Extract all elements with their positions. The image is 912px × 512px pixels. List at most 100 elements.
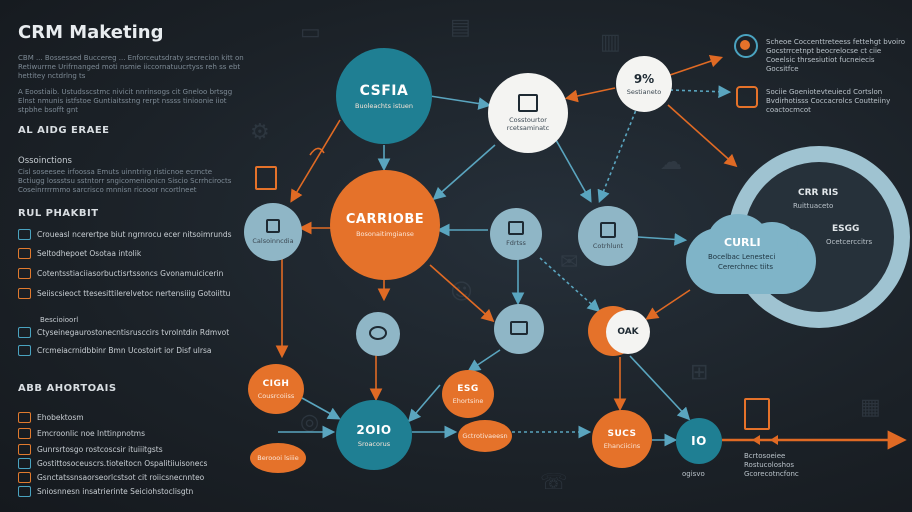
right-line: Gocstrrcetnpt beocrelocse ct ciie	[766, 47, 882, 55]
node-sublabel: Cosstourtor rcetsaminatc	[506, 116, 550, 132]
node-cigh: CIGH Cousrcoiiss	[248, 364, 304, 414]
intro2-line: Elnst nmunis istfstoe Guntiaitsstng rerp…	[18, 97, 227, 105]
list-item: Sniosnnesn insatrierinte Seiciohstoclisg…	[18, 486, 193, 497]
cloud-heading: CURLI	[724, 236, 761, 249]
card-icon	[18, 248, 31, 259]
node-csfia: CSFIA Buoleachts istuen	[336, 48, 432, 144]
card-icon	[18, 458, 31, 469]
node-label: 2OIO	[356, 422, 392, 437]
connector	[667, 104, 738, 168]
node-esg: ESG Ehortsine	[442, 370, 494, 418]
intro-paragraph-2: A Eoostiaib. Ustudsscstmc nivicit nnrins…	[18, 88, 232, 115]
node-label: SUCS	[607, 428, 637, 439]
connector	[645, 289, 691, 320]
list-item: Gsnctatssnsaorseorlcstsot cit roiicsnecn…	[18, 472, 204, 483]
list-item-text: Cotentsstiaciiasorbuctisrtssoncs Gvonamu…	[37, 269, 224, 278]
bg-chart-icon: ▥	[600, 30, 621, 55]
node-sublabel: Sroacorus	[357, 439, 391, 448]
bottom-line: Bcrtosoeiee	[744, 452, 786, 460]
cloud-line: Bocelbac Lenesteci	[708, 253, 776, 261]
list-item: Ctyseinegaurostonecntisrusccirs tvrolntd…	[18, 327, 229, 338]
gear-icon	[734, 34, 758, 58]
right-line: Coeelsic thrsesiutiot fucneiecis	[766, 56, 875, 64]
node-icon	[266, 219, 280, 233]
node-percent: 9% Sestianeto	[616, 56, 672, 112]
lightbulb-icon	[736, 86, 758, 108]
bg-cloud-icon: ☁	[660, 150, 682, 175]
list-item: Seiiscsieoct ttesesittilerelvetoc nerten…	[18, 288, 230, 299]
node-sublabel: Bosonaitimgianse	[356, 230, 414, 238]
right-line: coactocmcot	[766, 106, 811, 114]
bottom-line: Gcorecotncfonc	[744, 470, 799, 478]
bottom-paragraph: Bcrtosoeiee Rostucoloshos Gcorecotncfonc	[744, 452, 799, 479]
node-label: CIGH	[262, 378, 290, 389]
intro-paragraph: CBM ... Bossessed Buccereg ... Enforceut…	[18, 54, 244, 81]
ring-side-label: ESGG	[832, 224, 860, 234]
card-icon	[18, 428, 31, 439]
connector	[429, 264, 495, 323]
node-phone: Cotrhlunt	[578, 206, 638, 266]
node-sublabel: Ehanciicins	[603, 441, 641, 450]
cube-icon	[518, 94, 538, 112]
section-heading: RUL PHAKBIT	[18, 208, 99, 219]
section-heading: ABB AHORTOAIS	[18, 383, 117, 394]
right-paragraph-2: Sociie Goeniotevteuiecd Cortslon Bvdirho…	[766, 88, 890, 115]
card-icon	[18, 327, 31, 338]
connector	[564, 87, 616, 103]
building-icon	[255, 166, 277, 190]
node-label: 9%	[633, 72, 655, 86]
intro2-line: A Eoostiaib. Ustudsscstmc nivicit nnrins…	[18, 88, 233, 96]
card-icon	[18, 486, 31, 497]
list-item-text: Sniosnnesn insatrierinte Seiciohstoclisg…	[37, 487, 194, 496]
list-item: Crcmeiacrnidbbinr Bmn Ucostoirt ior Disf…	[18, 345, 211, 356]
cloud-line: Cererchnec tiits	[718, 263, 774, 271]
cloud-shape	[746, 222, 798, 266]
list-item-text: Gsnctatssnsaorseorlcstsot cit roiicsnecn…	[37, 473, 205, 482]
card-icon	[18, 345, 31, 356]
list-item-text: Gostittosoceuscrs.tioteitocn Ospalitiiui…	[37, 459, 208, 468]
node-laptop	[494, 304, 544, 354]
node-label: CARRIOBE	[345, 212, 425, 227]
connector	[669, 85, 732, 99]
intro-line: CBM ... Bossessed Buccereg ... Enforceut…	[18, 54, 244, 62]
node-sublabel: Cousrcoiiss	[257, 391, 295, 400]
node-carriobe: CARRIOBE Bosonaitimgianse	[330, 170, 440, 280]
bg-phone-icon: ☏	[540, 470, 568, 495]
connector	[432, 144, 496, 201]
list-item-text: Croueasl ncerertpe biut ngrnrocu ecer ni…	[37, 230, 232, 239]
node-label: CSFIA	[359, 82, 409, 99]
ring-subtext: Ruittuaceto	[793, 202, 834, 210]
node-doc: Fdrtss	[490, 208, 542, 260]
connector	[629, 355, 691, 421]
people-icon	[369, 326, 387, 340]
page-title: CRM Maketing	[18, 22, 164, 43]
list-item-text: Seiiscsieoct ttesesittilerelvetoc nerten…	[37, 289, 231, 298]
bg-folder-icon: ▦	[860, 395, 881, 420]
connector	[290, 119, 341, 203]
bg-monitor-icon: ▭	[300, 20, 321, 45]
chevron-icons	[752, 435, 778, 445]
list-item: Gunrsrtosgo rostcoscsir ituiiitgsts	[18, 444, 163, 455]
list-subitem: Bescioioorl	[40, 316, 79, 324]
card-icon	[18, 472, 31, 483]
node-sublabel: Sestianeto	[626, 88, 662, 96]
list-item-text: Ehobektosm	[37, 413, 84, 422]
node-people	[356, 312, 400, 356]
connector	[301, 397, 341, 420]
node-sucs: SUCS Ehanciicins	[592, 410, 652, 468]
list-item: Emcroonlic noe Inttinpnotms	[18, 428, 145, 439]
node-2010: 2OIO Sroacorus	[336, 400, 412, 470]
bg-target-icon: ◎	[300, 410, 320, 435]
list-item-text: Emcroonlic noe Inttinpnotms	[37, 429, 145, 438]
node-sublabel: Ehortsine	[452, 396, 484, 405]
node-sublabel: Gctrotivaeesn	[462, 432, 508, 440]
node-bottom-left: Beroooi lsiiie	[250, 443, 306, 473]
gear-center	[740, 40, 750, 50]
connector	[429, 95, 492, 110]
bg-cart-icon: ⊞	[690, 360, 709, 385]
list-item: Ehobektosm	[18, 412, 84, 423]
card-icon	[18, 444, 31, 455]
document-icon	[744, 398, 770, 430]
list-item: Gostittosoceuscrs.tioteitocn Ospalitiiui…	[18, 458, 207, 469]
